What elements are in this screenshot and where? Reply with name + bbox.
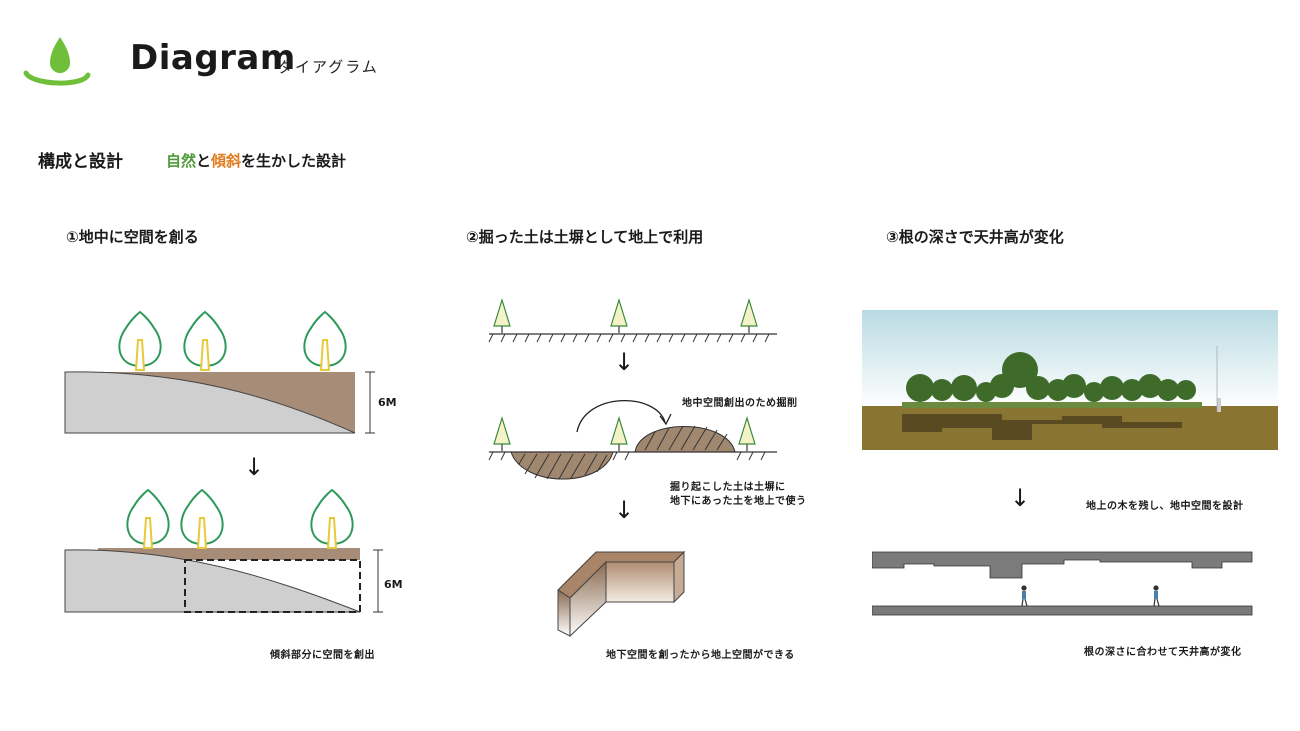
note-dig: 地中空間創出のため掘削 xyxy=(682,398,798,409)
note-reuse-line2: 地下にあった土を地上で使う xyxy=(670,496,807,507)
tree-icon xyxy=(118,310,347,368)
down-arrow-icon: ↓ xyxy=(1010,484,1031,512)
down-arrow-icon: ↓ xyxy=(614,348,635,376)
underground-ceiling-section xyxy=(872,551,1253,616)
step-1-heading: ①地中に空間を創る xyxy=(66,228,199,246)
step-3-heading: ③根の深さで天井高が変化 xyxy=(886,228,1064,246)
down-arrow-icon: ↓ xyxy=(244,453,265,481)
step-1-bottom-diagram xyxy=(64,488,383,613)
step-3-note: 地上の木を残し、地中空間を設計 xyxy=(1086,501,1244,512)
phrase-nature: 自然 xyxy=(166,152,197,170)
phrase-and: と xyxy=(196,152,212,170)
step-1-top-diagram xyxy=(64,310,375,434)
scale-label-bottom: 6M xyxy=(384,578,403,591)
section-label: 構成と設計 xyxy=(38,152,123,172)
step-2-ground-diagram xyxy=(488,297,777,343)
step-1-caption: 傾斜部分に空間を創出 xyxy=(270,650,375,661)
section-phrase: 自然と傾斜を生かした設計 xyxy=(166,150,346,171)
person-icon xyxy=(1153,585,1160,607)
scale-label-top: 6M xyxy=(378,396,397,409)
phrase-slope: 傾斜 xyxy=(211,152,242,170)
step-2-caption: 地下空間を創ったから地上空間ができる xyxy=(606,650,795,661)
person-icon xyxy=(1021,585,1028,607)
earth-wall-model xyxy=(557,550,686,638)
step-2-heading: ②掘った土は土塀として地上で利用 xyxy=(466,228,704,246)
step-2-excavation-diagram xyxy=(488,400,777,480)
down-arrow-icon: ↓ xyxy=(614,496,635,524)
leaf-logo-icon xyxy=(23,37,91,86)
site-section-render xyxy=(862,310,1278,450)
step-3-caption: 根の深さに合わせて天井高が変化 xyxy=(1084,647,1242,658)
note-reuse-line1: 掘り起こした土は土塀に xyxy=(670,482,786,493)
page-title: Diagram xyxy=(130,38,296,78)
page-title-sub: ダイアグラム xyxy=(278,58,379,76)
phrase-rest: を生かした設計 xyxy=(241,152,347,170)
